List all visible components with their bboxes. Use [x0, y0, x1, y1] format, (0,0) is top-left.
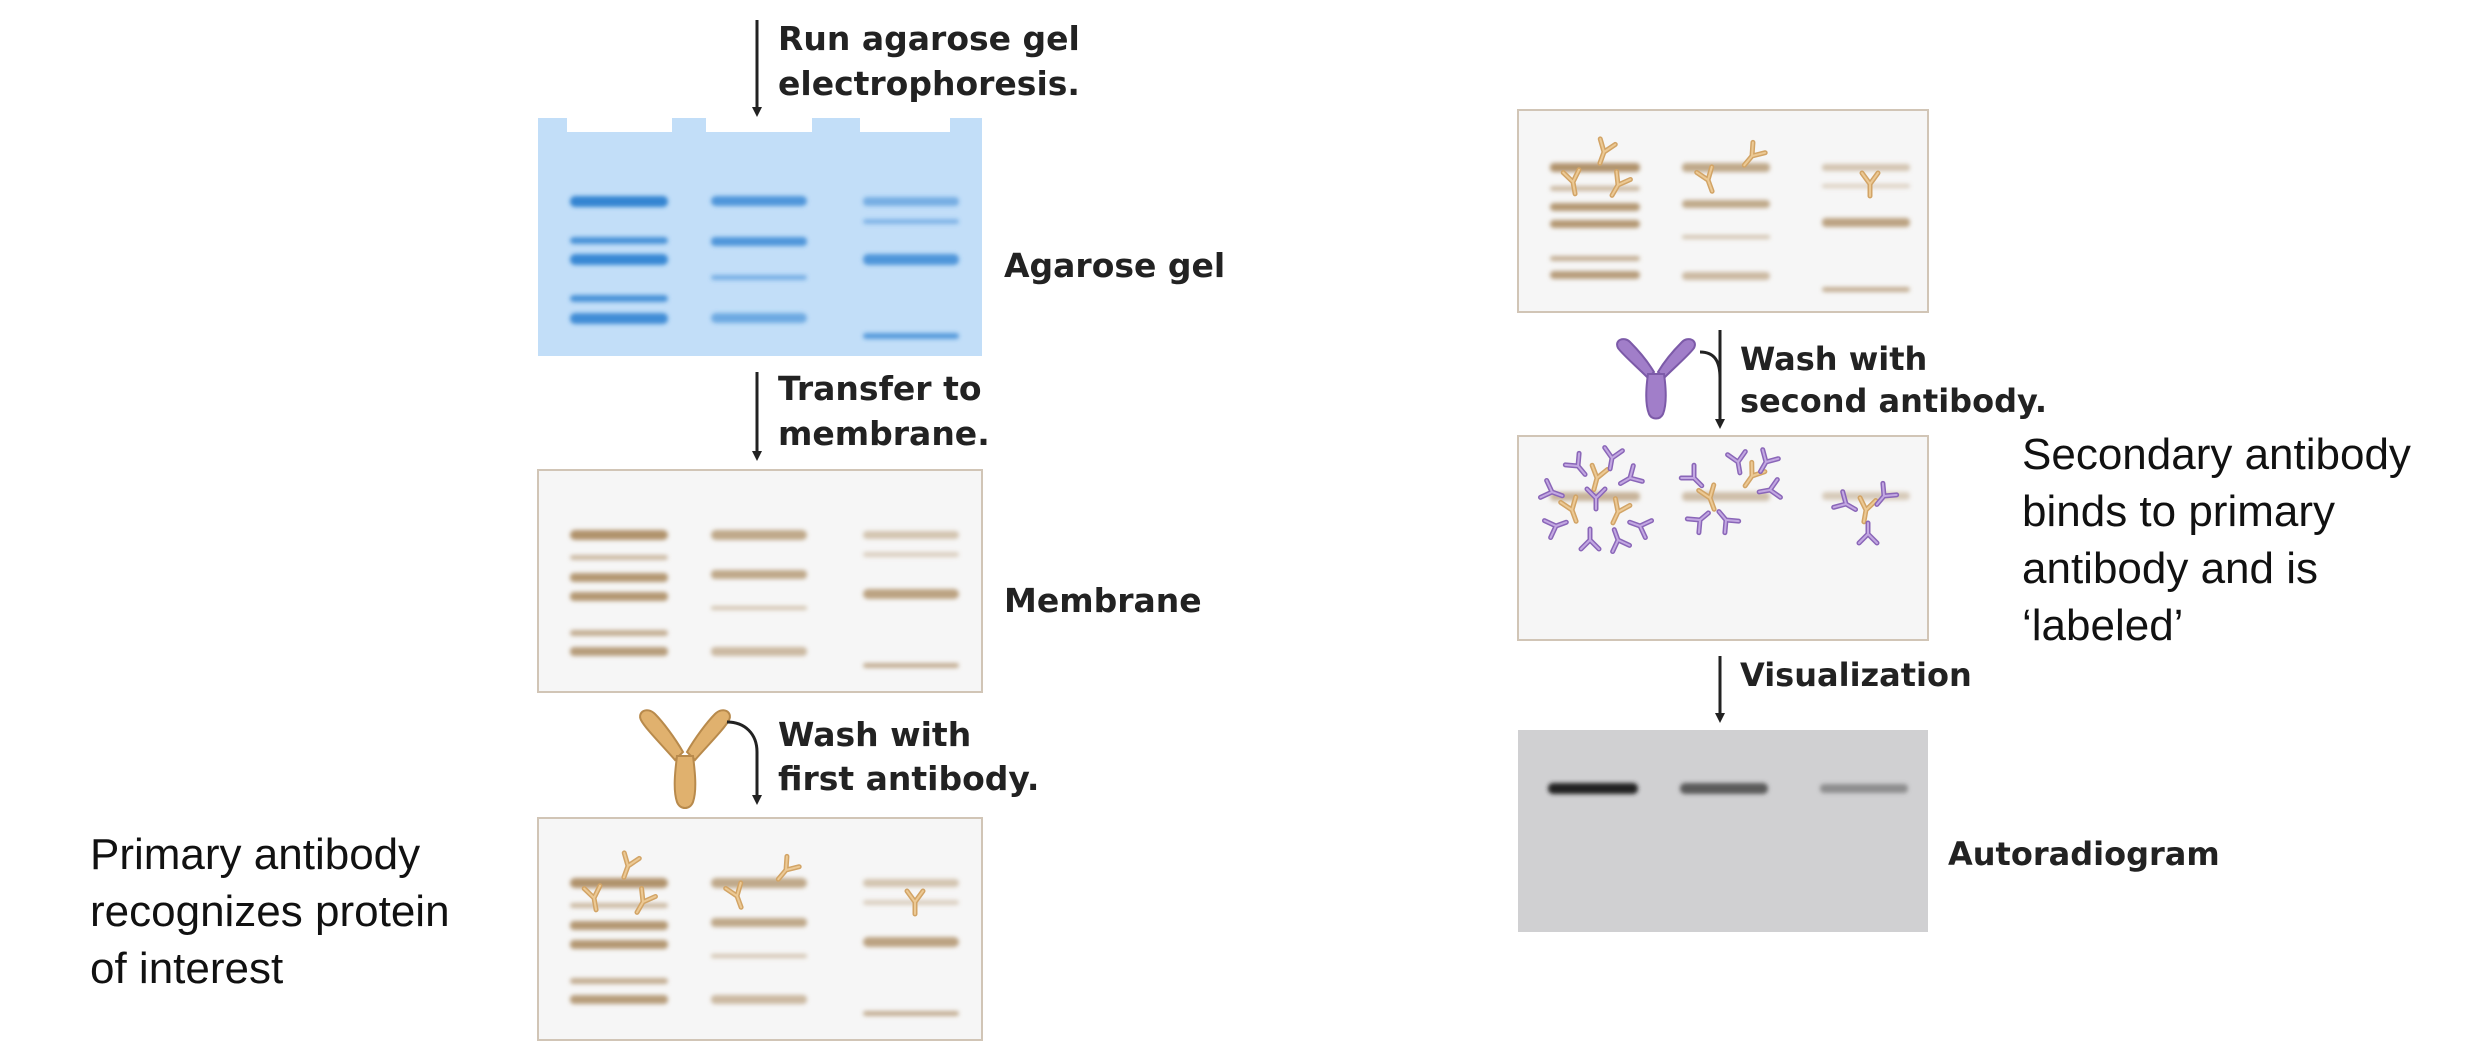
- annotation-secondary-line: ‘labeled’: [2022, 601, 2184, 650]
- step-wash-second-line2: second antibody.: [1740, 382, 2047, 420]
- step-run-gel-line1: Run agarose gel: [778, 19, 1080, 58]
- gel-band: [570, 295, 668, 302]
- membrane-band: [711, 954, 807, 958]
- step-transfer-line2: membrane.: [778, 414, 990, 453]
- membrane-band: [570, 940, 668, 949]
- annotation-primary-line: of interest: [90, 944, 284, 993]
- gel-band: [570, 237, 668, 244]
- membrane-band: [863, 1011, 959, 1016]
- membrane-band: [1822, 184, 1910, 188]
- membrane-band: [711, 647, 807, 656]
- membrane-band: [570, 995, 668, 1004]
- membrane: [537, 469, 983, 693]
- step-run-gel-line2: electrophoresis.: [778, 64, 1080, 103]
- membrane-band: [1682, 235, 1770, 239]
- label-agarose-gel: Agarose gel: [1004, 246, 1225, 285]
- secondary-antibody-icon: [1616, 338, 1696, 420]
- annotation-primary-line: recognizes protein: [90, 887, 450, 936]
- membrane-band: [1822, 287, 1910, 292]
- membrane-band: [570, 878, 668, 888]
- label-autoradiogram: Autoradiogram: [1948, 835, 2220, 873]
- arrow-wash-first: [726, 720, 762, 805]
- membrane-band: [570, 647, 668, 656]
- autoradiogram-band: [1820, 784, 1908, 793]
- membrane-band: [711, 995, 807, 1004]
- gel-band: [711, 313, 807, 323]
- membrane-band: [711, 530, 807, 540]
- membrane-band: [570, 592, 668, 601]
- annotation-primary: Primary antibody recognizes protein of i…: [90, 826, 450, 997]
- gel-band: [711, 237, 807, 246]
- membrane-band: [863, 589, 959, 599]
- agarose-gel: [538, 118, 982, 356]
- membrane-band: [570, 555, 668, 560]
- membrane-band: [1822, 164, 1910, 171]
- membrane-band: [1550, 271, 1640, 279]
- membrane-band: [1682, 200, 1770, 208]
- membrane-band: [863, 879, 959, 887]
- membrane-band: [1682, 163, 1770, 172]
- gel-band: [570, 196, 668, 207]
- membrane-band: [711, 570, 807, 579]
- annotation-primary-line: Primary antibody: [90, 830, 421, 879]
- membrane-band: [863, 937, 959, 947]
- membrane-band: [570, 978, 668, 984]
- gel-band: [711, 196, 807, 206]
- step-transfer-line1: Transfer to: [778, 369, 982, 408]
- membrane-band: [1550, 256, 1640, 261]
- step-wash-first-line1: Wash with: [778, 715, 971, 754]
- membrane-band: [711, 918, 807, 927]
- step-wash-first-line2: first antibody.: [778, 759, 1039, 798]
- membrane-band: [1822, 218, 1910, 227]
- label-membrane: Membrane: [1004, 581, 1202, 620]
- step-visualization: Visualization: [1740, 656, 1972, 694]
- gel-band: [863, 197, 959, 206]
- membrane-band: [570, 903, 668, 908]
- membrane-band: [863, 531, 959, 539]
- membrane-band: [1682, 272, 1770, 280]
- gel-band: [570, 254, 668, 265]
- membrane-band: [1550, 186, 1640, 191]
- membrane-band: [570, 573, 668, 582]
- membrane-band: [570, 921, 668, 930]
- gel-band: [863, 219, 959, 224]
- membrane-band: [863, 663, 959, 668]
- gel-band: [863, 254, 959, 265]
- membrane-primary-antibody-right: [1517, 109, 1929, 313]
- membrane-band: [711, 606, 807, 610]
- membrane-band: [1550, 203, 1640, 211]
- primary-antibody-icon: [639, 709, 731, 809]
- autoradiogram-band: [1548, 783, 1638, 794]
- annotation-secondary-line: binds to primary: [2022, 487, 2336, 536]
- gel-band: [863, 333, 959, 339]
- membrane-band: [711, 878, 807, 888]
- step-wash-second-line1: Wash with: [1740, 340, 1927, 378]
- membrane-band: [570, 630, 668, 636]
- membrane-primary-antibody: [537, 817, 983, 1041]
- membrane-band: [570, 530, 668, 540]
- annotation-secondary-line: antibody and is: [2022, 544, 2318, 593]
- arrow-wash-second: [1699, 350, 1722, 379]
- membrane-band: [863, 552, 959, 557]
- membrane-band: [1550, 220, 1640, 228]
- gel-band: [570, 313, 668, 324]
- autoradiogram-band: [1680, 783, 1768, 794]
- membrane-band: [863, 900, 959, 905]
- membrane-band: [1682, 492, 1770, 501]
- autoradiogram: [1518, 730, 1928, 932]
- gel-band: [711, 275, 807, 280]
- annotation-secondary: Secondary antibody binds to primary anti…: [2022, 426, 2411, 654]
- annotation-secondary-line: Secondary antibody: [2022, 430, 2411, 479]
- membrane-secondary-antibody: [1517, 435, 1929, 641]
